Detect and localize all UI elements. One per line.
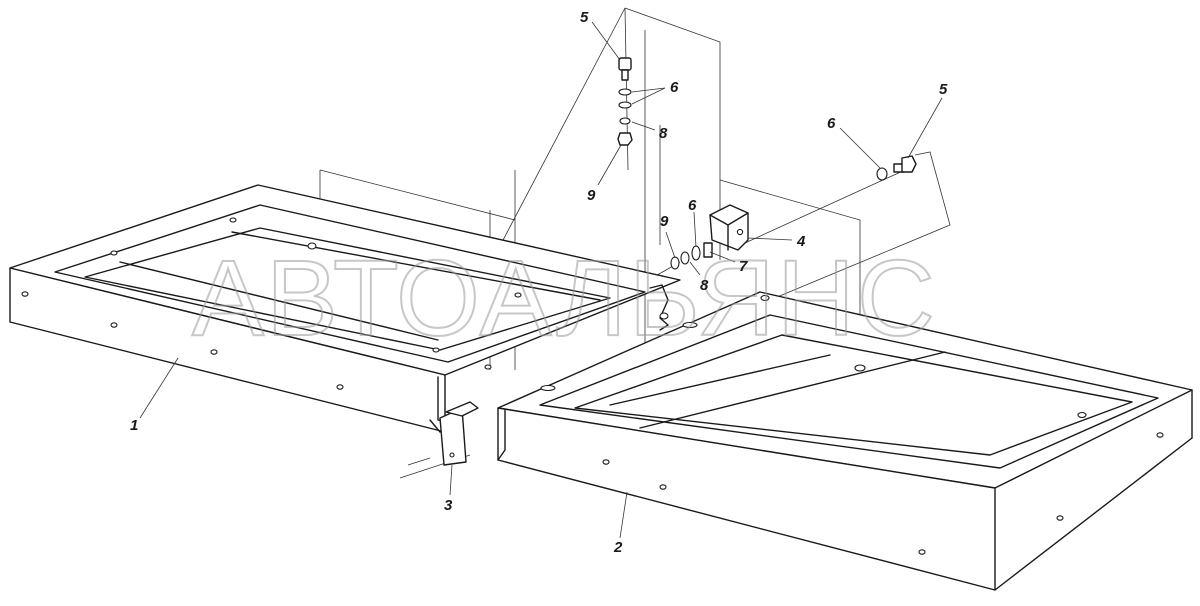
label-part-3: 3 <box>444 497 453 514</box>
label-part-5-right: 5 <box>939 81 948 98</box>
fastener-stack-top <box>617 57 633 146</box>
label-part-7: 7 <box>739 258 748 275</box>
frame-2 <box>497 291 1193 591</box>
fastener-stack-right <box>876 155 917 181</box>
label-part-1: 1 <box>130 417 138 434</box>
label-part-9-top: 9 <box>587 187 596 204</box>
label-part-6-right: 6 <box>827 115 836 132</box>
fastener-stack-middle <box>670 242 713 270</box>
label-part-9-middle: 9 <box>660 213 669 230</box>
bracket-3 <box>439 401 479 466</box>
label-part-8-top: 8 <box>659 125 668 142</box>
label-part-2: 2 <box>613 539 623 556</box>
label-part-4: 4 <box>796 233 806 250</box>
label-part-6-middle: 6 <box>688 197 697 214</box>
watermark-text: АВТОАЛЬЯНС <box>192 237 937 358</box>
leader-lines <box>139 21 943 539</box>
part-labels: 5 6 8 9 5 6 9 6 4 8 7 1 3 2 <box>130 9 948 556</box>
label-part-8-middle: 8 <box>700 277 709 294</box>
label-part-5-top: 5 <box>580 9 589 26</box>
bracket-4 <box>709 204 749 251</box>
label-part-6-top: 6 <box>670 79 679 96</box>
frame-1 <box>9 184 681 433</box>
